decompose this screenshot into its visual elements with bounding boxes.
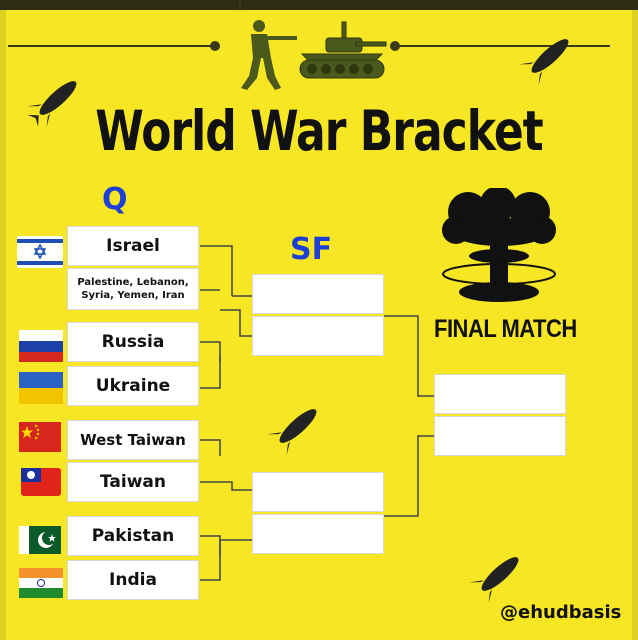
- india-flag: [19, 568, 63, 598]
- team-india[interactable]: India: [67, 560, 199, 600]
- soldier-icon: [241, 20, 297, 90]
- team-west-taiwan[interactable]: West Taiwan: [67, 420, 199, 460]
- team-israel[interactable]: Israel: [67, 226, 199, 266]
- mushroom-cloud-icon: [442, 188, 556, 302]
- semifinal-slot[interactable]: [252, 316, 384, 356]
- semifinal-slot[interactable]: [252, 472, 384, 512]
- semifinal-slot[interactable]: [252, 274, 384, 314]
- pakistan-flag: [19, 526, 61, 554]
- missile-icon: [470, 557, 519, 602]
- semifinal-slot[interactable]: [252, 514, 384, 554]
- team-russia[interactable]: Russia: [67, 322, 199, 362]
- tank-icon: [299, 21, 387, 79]
- final-slot[interactable]: [434, 374, 566, 414]
- missile-icon: [520, 39, 569, 84]
- top-bar: [0, 0, 638, 10]
- china-flag: [19, 422, 61, 452]
- team-palestine-coalition[interactable]: Palestine, Lebanon, Syria, Yemen, Iran: [67, 268, 199, 310]
- semifinal-label: SF: [290, 232, 333, 267]
- team-ukraine[interactable]: Ukraine: [67, 366, 199, 406]
- author-handle: @ehudbasis: [500, 602, 622, 623]
- israel-flag: [17, 236, 63, 268]
- team-taiwan[interactable]: Taiwan: [67, 462, 199, 502]
- ukraine-flag: [19, 372, 63, 404]
- russia-flag: [19, 330, 63, 362]
- missile-icon: [28, 81, 77, 126]
- page-title: World War Bracket: [95, 100, 543, 164]
- taiwan-flag: [21, 468, 61, 496]
- final-match-label: FINAL MATCH: [434, 314, 577, 343]
- team-pakistan[interactable]: Pakistan: [67, 516, 199, 556]
- final-slot[interactable]: [434, 416, 566, 456]
- missile-icon: [268, 409, 317, 454]
- quarterfinal-label: Q: [102, 182, 128, 217]
